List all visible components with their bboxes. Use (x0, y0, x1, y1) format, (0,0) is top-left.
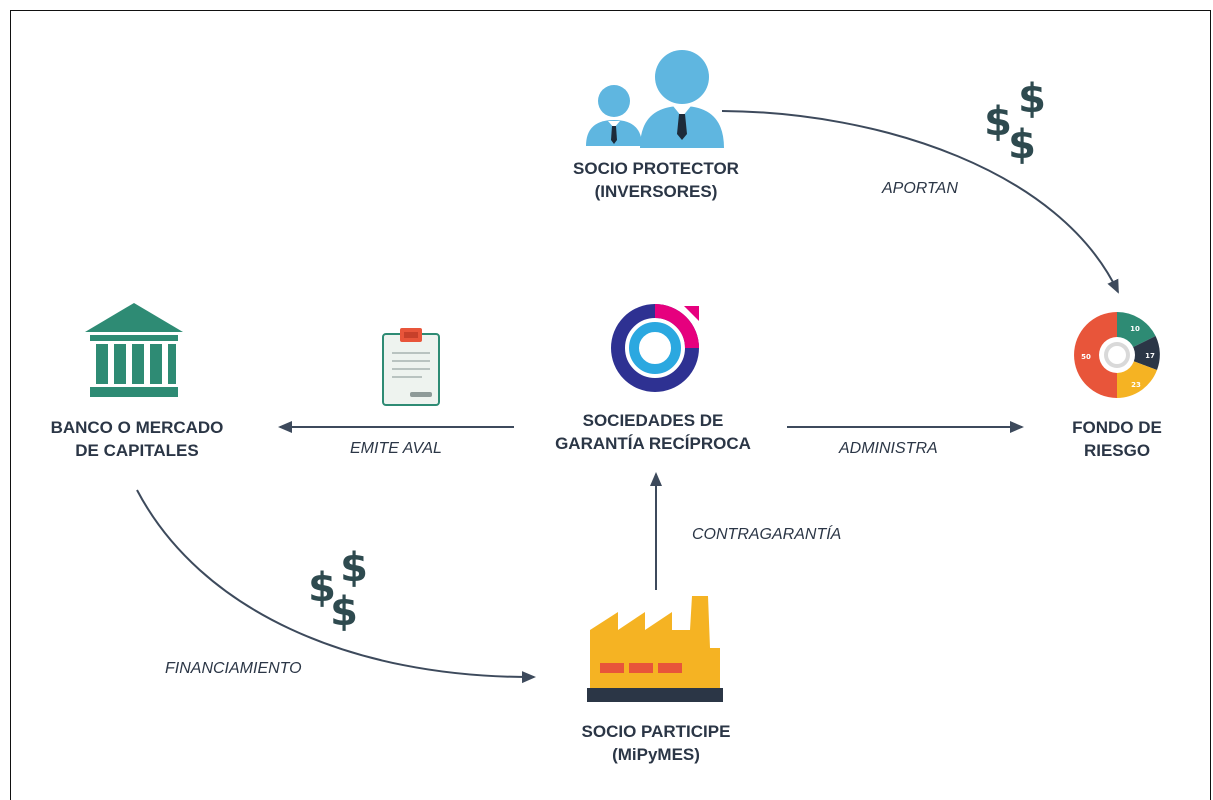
financiamiento-label: FINANCIAMIENTO (165, 660, 302, 677)
aportan-arrow (721, 110, 1119, 294)
fondo-label: FONDO DE RIESGO (1072, 418, 1162, 460)
financiamiento-arrow (136, 489, 536, 684)
donut-label: 50 (1081, 353, 1091, 361)
dollar-sign: $ (1018, 76, 1046, 122)
document-icon (382, 328, 440, 406)
donut-label: 17 (1145, 352, 1155, 360)
diagram-frame (10, 10, 1211, 800)
donut-label: 23 (1131, 381, 1141, 389)
socio-protector-label: SOCIO PROTECTOR (INVERSORES) (573, 159, 739, 201)
sgr-logo-icon (611, 304, 699, 392)
dollar-sign: $ (1008, 122, 1036, 168)
sgr-label: SOCIEDADES DE GARANTÍA RECÍPROCA (555, 411, 751, 453)
investors-icon (586, 50, 724, 148)
administra-label: ADMINISTRA (839, 440, 938, 457)
dollar-sign: $ (330, 589, 358, 635)
money-icon-bottom: $ $ $ (308, 545, 368, 635)
bank-icon (85, 303, 183, 397)
donut-label: 10 (1130, 325, 1140, 333)
dollar-sign: $ (984, 99, 1012, 145)
donut-chart-icon: 10 17 23 50 (1074, 312, 1160, 398)
emite-aval-label: EMITE AVAL (350, 440, 442, 457)
socio-participe-label: SOCIO PARTICIPE (MiPyMES) (581, 722, 731, 764)
aportan-label: APORTAN (882, 180, 958, 197)
factory-icon (587, 596, 723, 702)
contragarantia-label: CONTRAGARANTÍA (692, 526, 842, 543)
money-icon-top: $ $ $ (984, 76, 1046, 168)
dollar-sign: $ (340, 545, 368, 591)
dollar-sign: $ (308, 565, 336, 611)
banco-label: BANCO O MERCADO DE CAPITALES (50, 418, 224, 460)
